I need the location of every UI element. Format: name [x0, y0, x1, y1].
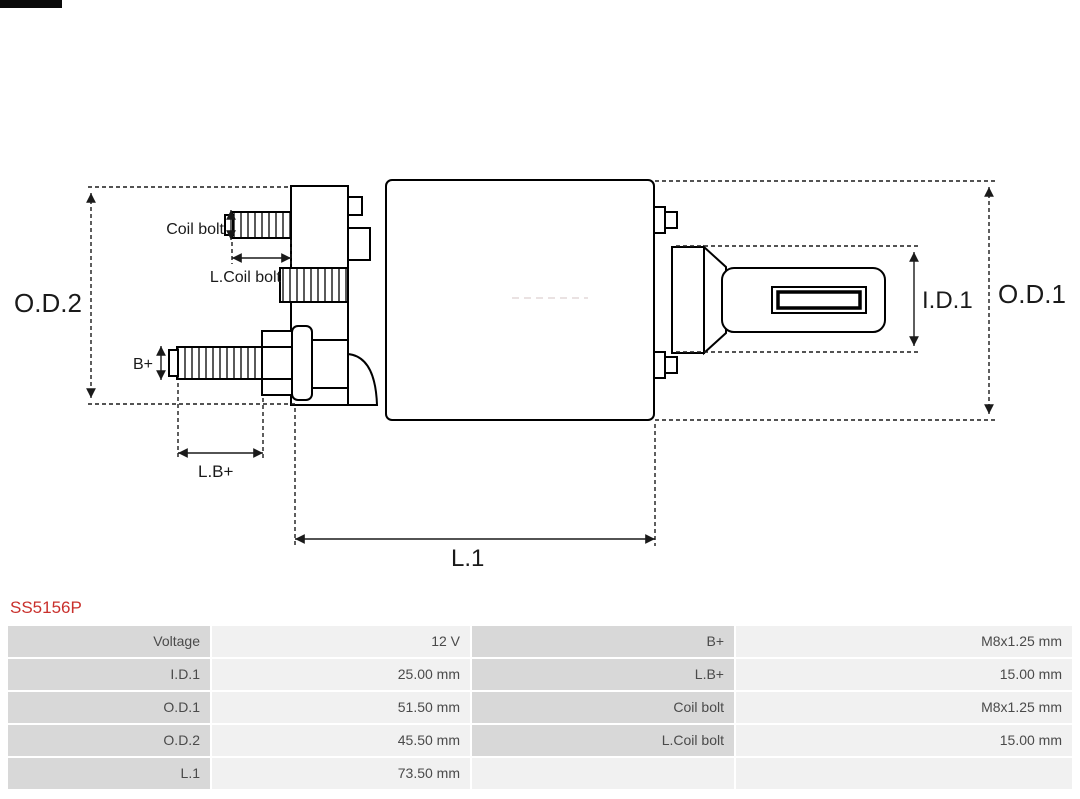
l-b-plus-label: L.B+: [198, 462, 234, 481]
plunger-taper: [703, 244, 727, 356]
spec-label: B+: [472, 625, 734, 657]
solenoid-drawing: [168, 179, 886, 421]
spec-label: O.D.1: [8, 691, 210, 723]
solenoid-body: [385, 179, 655, 421]
spec-value: [736, 757, 1072, 789]
b-plus-tip: [168, 349, 179, 377]
coil-bolt-label: Coil bolt: [166, 221, 224, 238]
solenoid-diagram: O.D.2 O.D.1 I.D.1 Coil bolt L.Coil bolt …: [14, 179, 1066, 572]
coil-bolt-tip: [224, 214, 234, 236]
stud-right-bottom: [653, 351, 666, 379]
spec-table: Voltage 12 V B+ M8x1.25 mm I.D.1 25.00 m…: [8, 625, 1072, 789]
spec-value: 51.50 mm: [212, 691, 470, 723]
spec-value: M8x1.25 mm: [736, 625, 1072, 657]
coil-bushing: [279, 267, 349, 303]
spec-label: L.B+: [472, 658, 734, 690]
id1-label: I.D.1: [922, 287, 973, 314]
stud-right-top-cap: [664, 211, 678, 229]
b-plus-nut: [261, 330, 293, 396]
corner-stripe: [0, 0, 62, 8]
plunger-slot-outer: [771, 286, 867, 314]
l1-label: L.1: [451, 545, 484, 572]
spec-value: 25.00 mm: [212, 658, 470, 690]
stud-right-bottom-cap: [664, 356, 678, 374]
extension-lines: [88, 180, 996, 546]
b-plus-washer: [291, 325, 313, 401]
spec-label: O.D.2: [8, 724, 210, 756]
spec-label: L.Coil bolt: [472, 724, 734, 756]
spec-label: L.1: [8, 757, 210, 789]
spec-value: 45.50 mm: [212, 724, 470, 756]
spec-label: I.D.1: [8, 658, 210, 690]
b-plus-label: B+: [133, 356, 153, 373]
od1-label: O.D.1: [998, 279, 1066, 309]
spec-label: [472, 757, 734, 789]
spec-value: 73.50 mm: [212, 757, 470, 789]
part-number: SS5156P: [10, 598, 82, 617]
plate-bottom-arc: [347, 352, 379, 406]
plunger-slot-inner: [776, 290, 862, 310]
dimension-lines: [86, 187, 994, 544]
b-plus-stud: [176, 346, 263, 380]
spec-label: Coil bolt: [472, 691, 734, 723]
spec-value: M8x1.25 mm: [736, 691, 1072, 723]
plate-step-mid: [347, 227, 371, 261]
plunger-collar: [671, 246, 705, 354]
spec-label: Voltage: [8, 625, 210, 657]
b-plus-boss: [311, 339, 349, 389]
stud-right-top: [653, 206, 666, 234]
spec-value: 15.00 mm: [736, 658, 1072, 690]
plunger-shaft: [721, 267, 886, 333]
od2-label: O.D.2: [14, 288, 82, 318]
dimension-labels: O.D.2 O.D.1 I.D.1 Coil bolt L.Coil bolt …: [14, 221, 1066, 572]
coil-bolt-stud: [231, 211, 292, 239]
l-coil-bolt-label: L.Coil bolt: [210, 269, 282, 286]
spec-value: 12 V: [212, 625, 470, 657]
spec-value: 15.00 mm: [736, 724, 1072, 756]
plate-step-top: [347, 196, 363, 216]
